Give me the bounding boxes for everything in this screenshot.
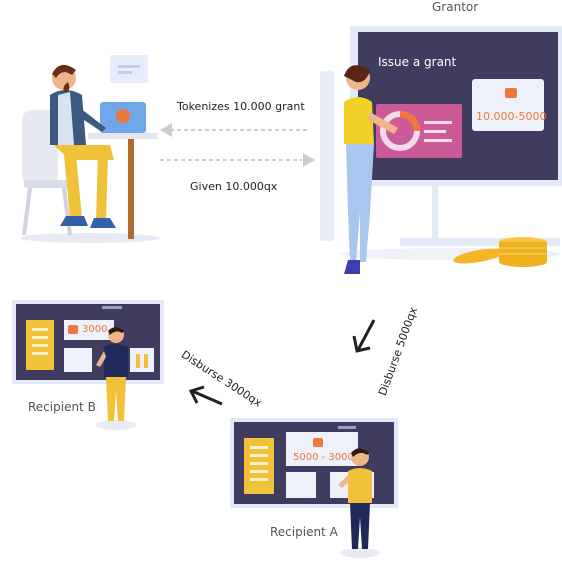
recipient-b-label: Recipient B — [28, 400, 96, 414]
arrow-down-icon — [352, 318, 378, 354]
recipient-b-person — [94, 325, 138, 433]
coin-stack-icon — [453, 232, 551, 270]
issue-grant-label: Issue a grant — [378, 55, 457, 69]
arrow-left-down-icon — [188, 385, 224, 407]
grant-range-value: 10.000-5000 — [476, 110, 547, 123]
disburse-5000-label: Disburse 5000qx — [376, 305, 421, 398]
board-b-amount: 3000 — [82, 324, 108, 335]
wallet-icon-b — [68, 325, 78, 334]
grantor-board — [320, 26, 562, 264]
arrow-right-icon — [160, 153, 315, 167]
tokenizes-label: Tokenizes 10.000 grant — [177, 100, 305, 113]
tokenizer-person-desk — [10, 50, 170, 245]
wallet-icon — [505, 88, 517, 98]
board-a-amount: 5000 - 3000 — [293, 452, 354, 463]
grantor-person — [330, 62, 400, 284]
given-label: Given 10.000qx — [190, 180, 278, 193]
recipient-a-person — [336, 445, 384, 561]
wallet-icon-a — [313, 438, 323, 447]
recipient-a-label: Recipient A — [270, 525, 338, 539]
recipient-b-board — [12, 300, 164, 384]
chat-bubble-icon — [110, 55, 150, 85]
arrow-left-icon — [160, 123, 315, 137]
grantor-label: Grantor — [432, 0, 479, 14]
